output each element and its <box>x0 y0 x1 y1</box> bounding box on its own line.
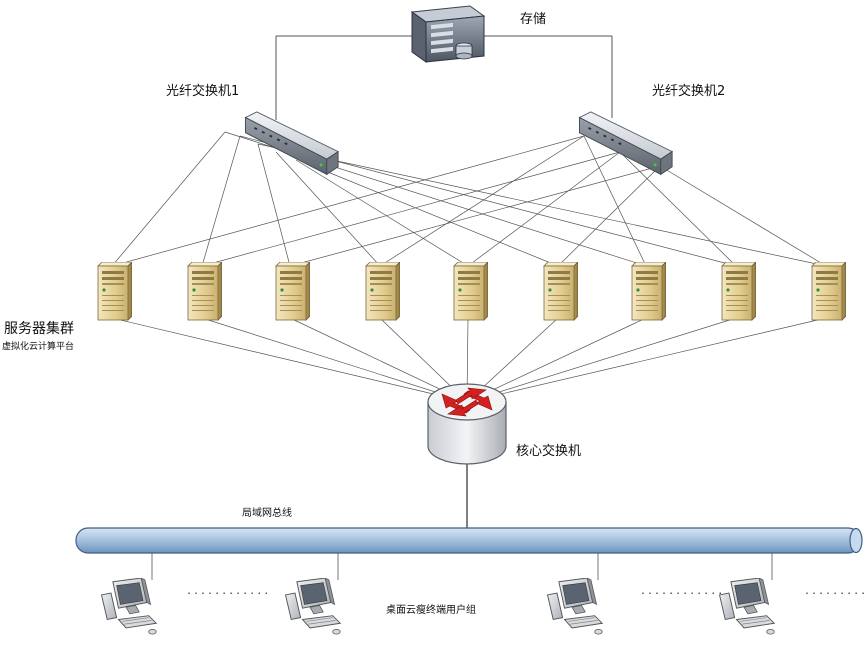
connection-line <box>466 317 647 403</box>
connection-line <box>111 131 226 267</box>
connection-line <box>659 165 827 267</box>
connection-line <box>295 159 469 267</box>
connection-line <box>201 317 468 403</box>
connection-line <box>379 135 585 267</box>
thin-client-terminal-icon <box>719 578 775 635</box>
storage-label: 存储 <box>520 12 547 27</box>
server-tower-icon <box>365 262 400 321</box>
connection-line <box>257 143 827 267</box>
fiber-switch-2-icon <box>578 111 673 175</box>
server-tower-icon <box>631 262 666 321</box>
thin-client-terminal-icon <box>285 578 341 635</box>
server-cluster <box>97 262 846 321</box>
ellipsis-1: ............ <box>186 586 271 597</box>
server-tower-icon <box>187 262 222 321</box>
server-tower-icon <box>453 262 488 321</box>
core-switch-label: 核心交换机 <box>516 444 582 459</box>
server-tower-icon <box>97 262 132 321</box>
connection-line <box>289 317 468 403</box>
backbone-label: 局域网总线 <box>242 508 292 519</box>
connection-line <box>466 317 737 403</box>
connection-line <box>111 317 468 403</box>
connection-line <box>201 135 241 267</box>
ellipsis-3: ............ <box>804 586 866 597</box>
connection-line <box>557 165 661 267</box>
fiber-switch-1-label: 光纤交换机1 <box>166 84 240 99</box>
thin-client-terminal-icon <box>101 578 157 635</box>
thin-client-terminals <box>101 553 775 635</box>
virtualization-platform-label: 虚拟化云计算平台 <box>2 342 75 352</box>
storage-server-icon <box>410 5 486 63</box>
connection-line <box>111 135 585 267</box>
connection-line <box>201 151 621 267</box>
server-tower-icon <box>811 262 846 321</box>
connection-line <box>275 151 381 267</box>
ellipsis-2: ............ <box>640 586 725 597</box>
connection-line <box>289 165 661 267</box>
server-tower-icon <box>721 262 756 321</box>
fiber-switch-2-label: 光纤交换机2 <box>652 84 726 99</box>
server-cluster-label: 服务器集群 <box>4 321 74 337</box>
connection-line <box>619 151 737 267</box>
server-tower-icon <box>543 262 578 321</box>
connection-lines <box>111 35 827 528</box>
connection-line <box>467 151 621 267</box>
backbone-bus <box>75 527 863 554</box>
desktop-user-group-label: 桌面云瘦终端用户组 <box>386 605 476 616</box>
connection-line <box>317 167 559 267</box>
thin-client-terminal-icon <box>547 578 603 635</box>
connection-line <box>583 135 647 267</box>
server-tower-icon <box>275 262 310 321</box>
connection-line <box>257 143 291 267</box>
router-icon <box>427 383 507 465</box>
connection-line <box>466 317 827 403</box>
